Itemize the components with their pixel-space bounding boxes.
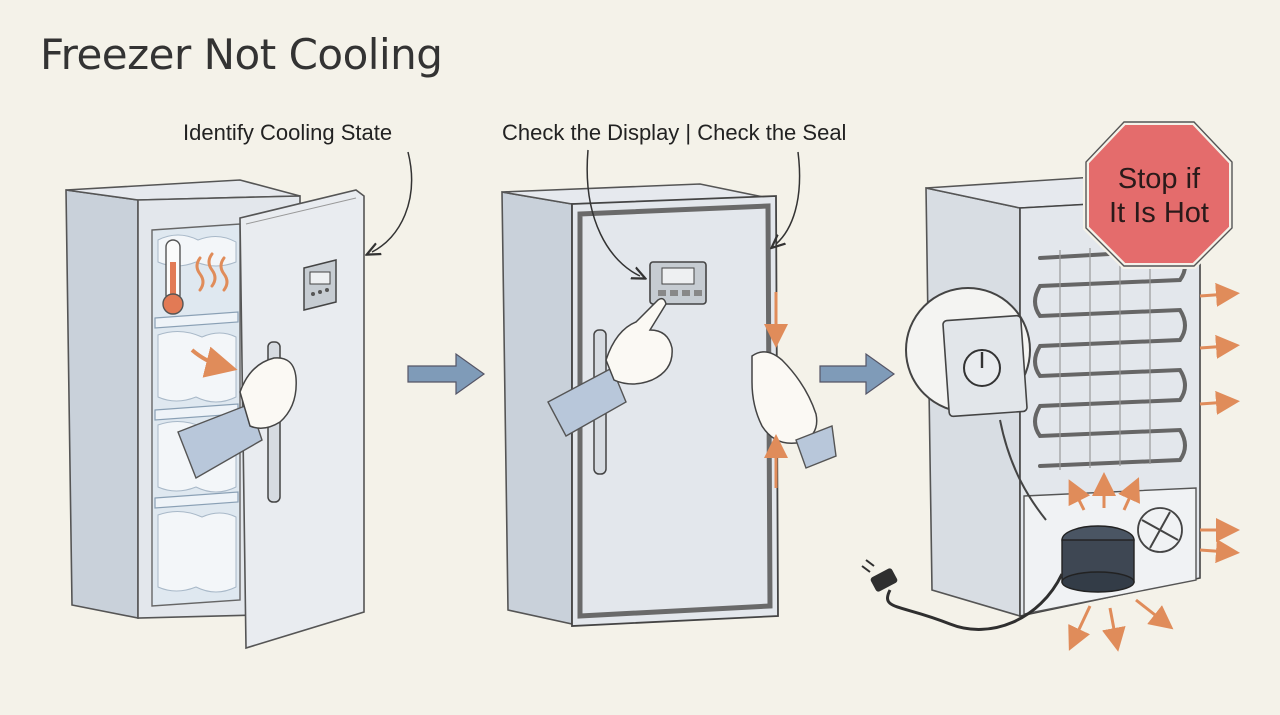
power-plug-icon: [861, 559, 1064, 631]
control-panel-icon: [303, 259, 337, 311]
control-panel-icon: [649, 261, 707, 305]
flow-arrow-1: [407, 352, 486, 396]
stop-sign-line-1: Stop if: [1118, 163, 1201, 195]
compressor-icon: [1061, 525, 1135, 593]
fan-icon: [1137, 507, 1183, 553]
freezer-open: [65, 151, 413, 650]
step-2-label: Check the Display | Check the Seal: [502, 120, 847, 145]
stop-sign: Stop if It Is Hot: [1083, 119, 1235, 269]
step-1-label: Identify Cooling State: [183, 120, 393, 145]
thermostat-dial-icon: [905, 287, 1047, 521]
stop-sign-line-2: It Is Hot: [1109, 197, 1209, 229]
page-title: Freezer Not Cooling: [40, 30, 443, 79]
freezer-closed: [501, 149, 837, 627]
heat-waves-icon: [195, 252, 229, 292]
flow-arrow-2: [819, 352, 896, 396]
thermometer-icon: [162, 239, 184, 315]
